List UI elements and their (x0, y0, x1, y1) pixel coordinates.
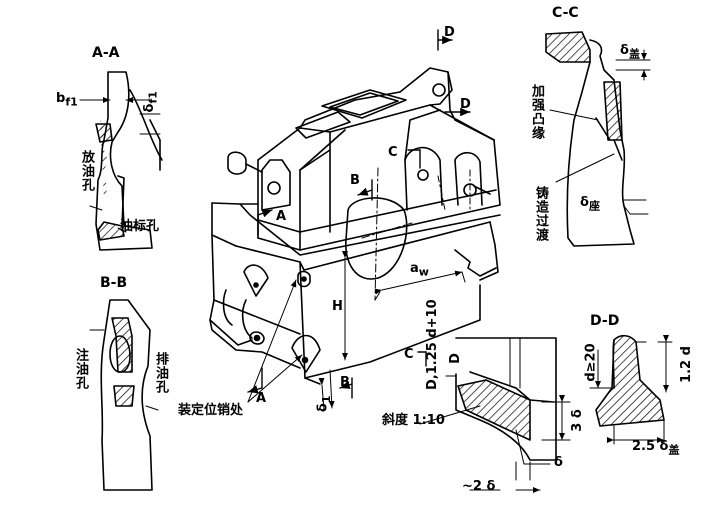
dim-3delta: 3 δ (569, 409, 585, 432)
label-zhuyoukong: 注油孔 (73, 348, 88, 390)
label-fangyoukong: 放油孔 (79, 150, 94, 192)
dim-2delta: ~2 δ (462, 479, 496, 494)
dim-d-ge20: d≥20 (583, 343, 599, 382)
label-youbiaokong: 油标孔 (120, 219, 160, 234)
dim-1-2d: 1.2 d (678, 346, 694, 383)
dim-aw: aw (410, 261, 429, 279)
dim-delta-gai: δ盖 (620, 43, 640, 61)
section-bb-drawing (89, 299, 159, 491)
dim-delta-small: δ (554, 455, 563, 470)
dim-aw (374, 270, 466, 301)
label-zhuzao: 铸造过渡 (533, 186, 548, 242)
dim-delta-zuo: δ座 (580, 195, 600, 213)
dim-2-5delta: 2.5 δ盖 (632, 439, 680, 457)
cut-marker-c-top: C (388, 145, 398, 160)
cut-marker-a-bottom: A (256, 391, 267, 406)
section-dd-drawing (589, 334, 673, 445)
dim-H: H (332, 299, 343, 314)
cut-marker-b-top: B (350, 173, 360, 188)
gearbox-isometric (209, 67, 501, 385)
cut-marker-d-mid: D (460, 97, 471, 112)
section-dd-title: D-D (590, 313, 620, 329)
label-paiyoukong: 排油孔 (153, 352, 168, 394)
label-xiedu: 斜度 1:10 (382, 413, 445, 428)
dim-delta1: δ1 (315, 395, 334, 413)
dim-d-gap: D,1.25 d+10 (425, 299, 440, 390)
dim-D-mark: D (447, 353, 463, 364)
label-dingweixiao: 装定位销处 (178, 403, 244, 418)
cut-marker-b-bottom: B (340, 375, 350, 390)
section-aa-drawing (79, 71, 163, 251)
section-aa-title: A-A (92, 45, 120, 61)
cut-marker-d-top: D (444, 25, 455, 40)
dim-delta-f1: δf1 (141, 91, 160, 113)
cut-marker-c-bottom: C (404, 347, 414, 362)
dim-bf1: bf1 (56, 91, 78, 109)
section-bb-title: B-B (100, 275, 128, 291)
flange-detail-drawing (445, 337, 571, 493)
section-cc-title: C-C (552, 5, 579, 21)
label-jiaqiang: 加强凸缘 (529, 84, 544, 140)
cut-marker-a-top: A (276, 209, 287, 224)
cut-lines (247, 29, 471, 399)
section-cc-drawing (545, 31, 651, 247)
